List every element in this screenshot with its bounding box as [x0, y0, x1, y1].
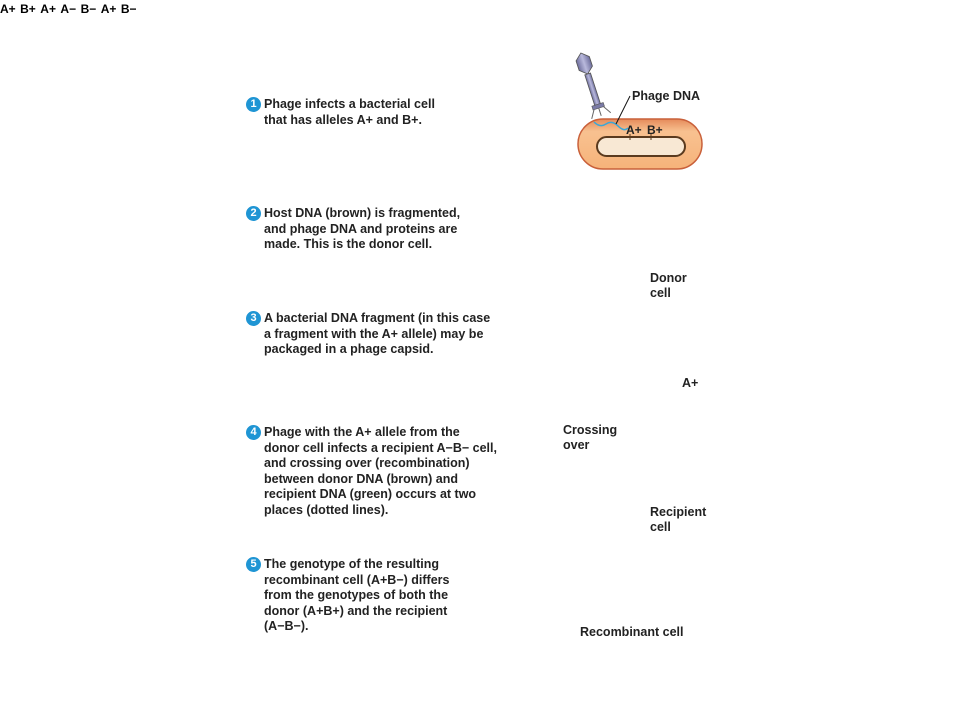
donor-cell-label: Donor cell [650, 271, 687, 300]
allele-label: B+ [20, 2, 36, 16]
flow-arrow: A+ A− B− A+ B− Phage DNA Donor cell A+ C… [40, 0, 707, 639]
step-1: 1 Phage infects a bacterial cell that ha… [246, 97, 536, 128]
step-number-badge: 3 [246, 311, 261, 326]
step-number-badge: 1 [246, 97, 261, 112]
crossing-over-label: Crossing over [563, 423, 618, 452]
recipient-cell-label: Recipient cell [650, 505, 707, 534]
allele-label: B− [80, 2, 97, 16]
allele-label: A− [60, 2, 77, 16]
cell-5: A+ B− [101, 0, 137, 17]
released-allele-label: A+ [682, 376, 699, 390]
step-5: 5 The genotype of the resulting recombin… [246, 557, 536, 635]
phage-dna-label: Phage DNA [632, 89, 701, 103]
step-number-badge: 5 [246, 557, 261, 572]
step-text: The genotype of the resulting recombinan… [264, 557, 450, 633]
allele-label: A+ [40, 2, 56, 16]
allele-label: B+ [647, 123, 663, 137]
step-4: 4 Phage with the A+ allele from the dono… [246, 425, 536, 518]
allele-label: A+ [626, 123, 642, 137]
allele-label: B− [120, 2, 137, 16]
step-text: Phage with the A+ allele from the donor … [264, 425, 497, 517]
recombinant-cell-label: Recombinant cell [580, 625, 684, 639]
step-number-badge: 2 [246, 206, 261, 221]
step-text: Host DNA (brown) is fragmented, and phag… [264, 206, 461, 251]
step-number-badge: 4 [246, 425, 261, 440]
flow-arrow: A+ B+ [0, 0, 707, 639]
step-text: Phage infects a bacterial cell that has … [264, 97, 435, 127]
step-text: A bacterial DNA fragment (in this case a… [264, 311, 491, 356]
cell-1: A+ B+ [570, 49, 703, 170]
cell-4: A+ A− B− [40, 0, 100, 17]
step-3: 3 A bacterial DNA fragment (in this case… [246, 311, 536, 358]
flow-arrow: A+ A− B− A+ B− Phage DNA Donor cell A+ C… [40, 0, 707, 639]
allele-label: A+ [100, 2, 117, 16]
flow-arrow: A+ B− Phage DNA Donor cell A+ Crossing o… [101, 0, 707, 639]
cell-2: A+ B+ [0, 0, 40, 17]
step-2: 2 Host DNA (brown) is fragmented, and ph… [246, 206, 536, 253]
allele-label: A+ [0, 2, 16, 16]
